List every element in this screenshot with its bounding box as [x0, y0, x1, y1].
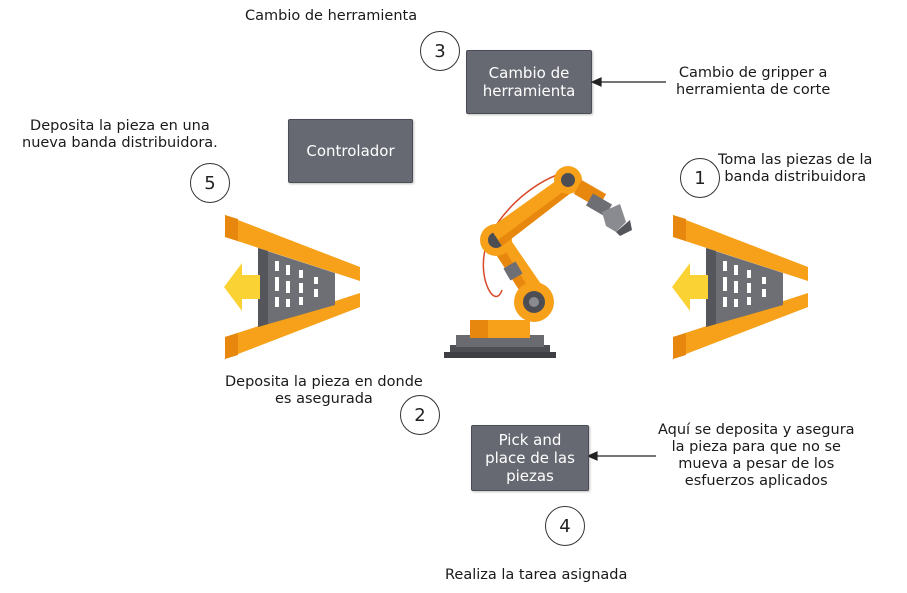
- step-1-circle: 1: [680, 158, 720, 198]
- gripper-arrow: [590, 77, 666, 87]
- step-5-circle: 5: [190, 163, 230, 203]
- fixture-arrow: [586, 451, 656, 461]
- tool-change-box-label: Cambio de herramienta: [482, 64, 576, 100]
- pick-place-box-label: Pick and place de las piezas: [485, 431, 575, 485]
- controller-box: Controlador: [288, 119, 413, 183]
- step-3-circle: 3: [420, 31, 460, 71]
- fixture-note: Aquí se deposita y asegura la pieza para…: [658, 422, 855, 489]
- gripper-note: Cambio de gripper a herramienta de corte: [676, 65, 831, 98]
- step-1-label: Toma las piezas de la banda distribuidor…: [718, 152, 873, 185]
- step-3-label: Cambio de herramienta: [245, 8, 418, 24]
- step-2-circle: 2: [400, 395, 440, 435]
- step-5-label: Deposita la pieza en una nueva banda dis…: [22, 118, 218, 151]
- conveyor-right-icon: [672, 215, 808, 359]
- step-2-label: Deposita la pieza en donde es asegurada: [225, 374, 423, 407]
- controller-box-label: Controlador: [306, 142, 395, 160]
- step-4-label: Realiza la tarea asignada: [445, 567, 628, 583]
- pick-place-box: Pick and place de las piezas: [471, 425, 589, 491]
- step-4-circle: 4: [545, 506, 585, 546]
- conveyor-left-icon: [224, 215, 360, 359]
- tool-change-box: Cambio de herramienta: [466, 50, 592, 114]
- robot-arm-icon: [444, 166, 632, 358]
